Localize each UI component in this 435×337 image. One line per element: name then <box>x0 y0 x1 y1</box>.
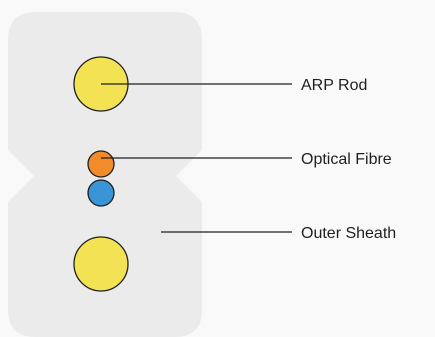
arp-rod-label: ARP Rod <box>301 77 367 94</box>
optical-fibre-label: Optical Fibre <box>301 151 392 168</box>
outer-sheath-label: Outer Sheath <box>301 225 396 242</box>
arp-rod-bottom-circle <box>73 236 129 292</box>
optical-fibre-orange-circle <box>87 150 115 178</box>
optical-fibre-blue-circle <box>87 179 115 207</box>
